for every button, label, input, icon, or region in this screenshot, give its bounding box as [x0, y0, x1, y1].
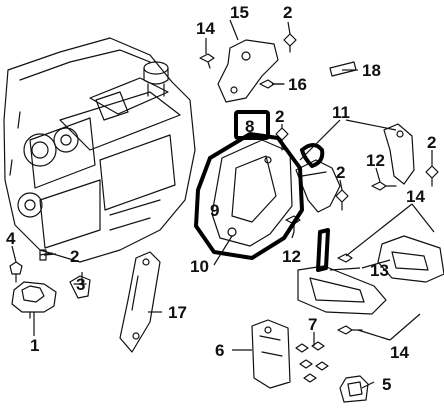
callout-10: 10	[190, 257, 209, 276]
callout-2-left: 2	[70, 247, 79, 266]
callout-18: 18	[362, 61, 381, 80]
callout-5: 5	[382, 375, 391, 394]
part-6-bracket	[251, 319, 291, 389]
part-13-mount-right	[377, 235, 444, 283]
part-1-engine-mount	[11, 281, 57, 319]
part-7-bolt-kit	[295, 341, 329, 383]
part-14-bolt-right	[337, 253, 353, 263]
part-2-bolt-a	[39, 249, 53, 261]
part-14-bolt-lower	[337, 325, 363, 335]
callout-2-mid: 2	[275, 107, 284, 126]
part-11-arm-right	[383, 123, 415, 185]
highlight-outline-12-strap	[316, 228, 330, 272]
callout-2-center: 2	[336, 163, 345, 182]
callout-4: 4	[6, 229, 16, 248]
callout-14-top: 14	[196, 19, 215, 38]
callout-17: 17	[168, 303, 187, 322]
part-17-strap	[119, 251, 161, 353]
callout-11: 11	[332, 103, 350, 122]
part-4-stud	[9, 261, 23, 283]
highlight-outline-9-10	[194, 132, 304, 260]
part-9-bracket	[211, 139, 293, 247]
part-15-bracket	[217, 39, 279, 103]
part-2-bolt-b	[283, 33, 297, 53]
callout-9: 9	[210, 201, 219, 220]
callout-13: 13	[370, 261, 389, 280]
callout-7: 7	[308, 315, 317, 334]
part-2-bolt-e	[425, 165, 439, 187]
callout-8: 8	[245, 117, 254, 136]
callout-16: 16	[288, 75, 307, 94]
callout-2-top: 2	[283, 3, 292, 22]
callout-15: 15	[230, 3, 249, 22]
callout-1: 1	[30, 336, 39, 355]
callout-2-right: 2	[427, 133, 436, 152]
callout-14-right: 14	[406, 187, 425, 206]
part-2-bolt-d	[335, 189, 349, 211]
part-5-insulator	[339, 375, 369, 403]
callout-14-lower: 14	[390, 343, 409, 362]
part-12-bolt-a	[371, 181, 397, 191]
highlight-outline-11	[300, 143, 325, 168]
engine-block	[3, 37, 196, 263]
callout-6: 6	[215, 341, 224, 360]
part-18-clip	[329, 61, 357, 77]
callout-12-right: 12	[366, 151, 385, 170]
callout-12-lower: 12	[282, 247, 301, 266]
part-3-bracket	[69, 275, 91, 299]
part-14-bolt-top	[199, 53, 215, 69]
callout-3: 3	[76, 275, 85, 294]
highlight-box-8	[234, 110, 270, 140]
